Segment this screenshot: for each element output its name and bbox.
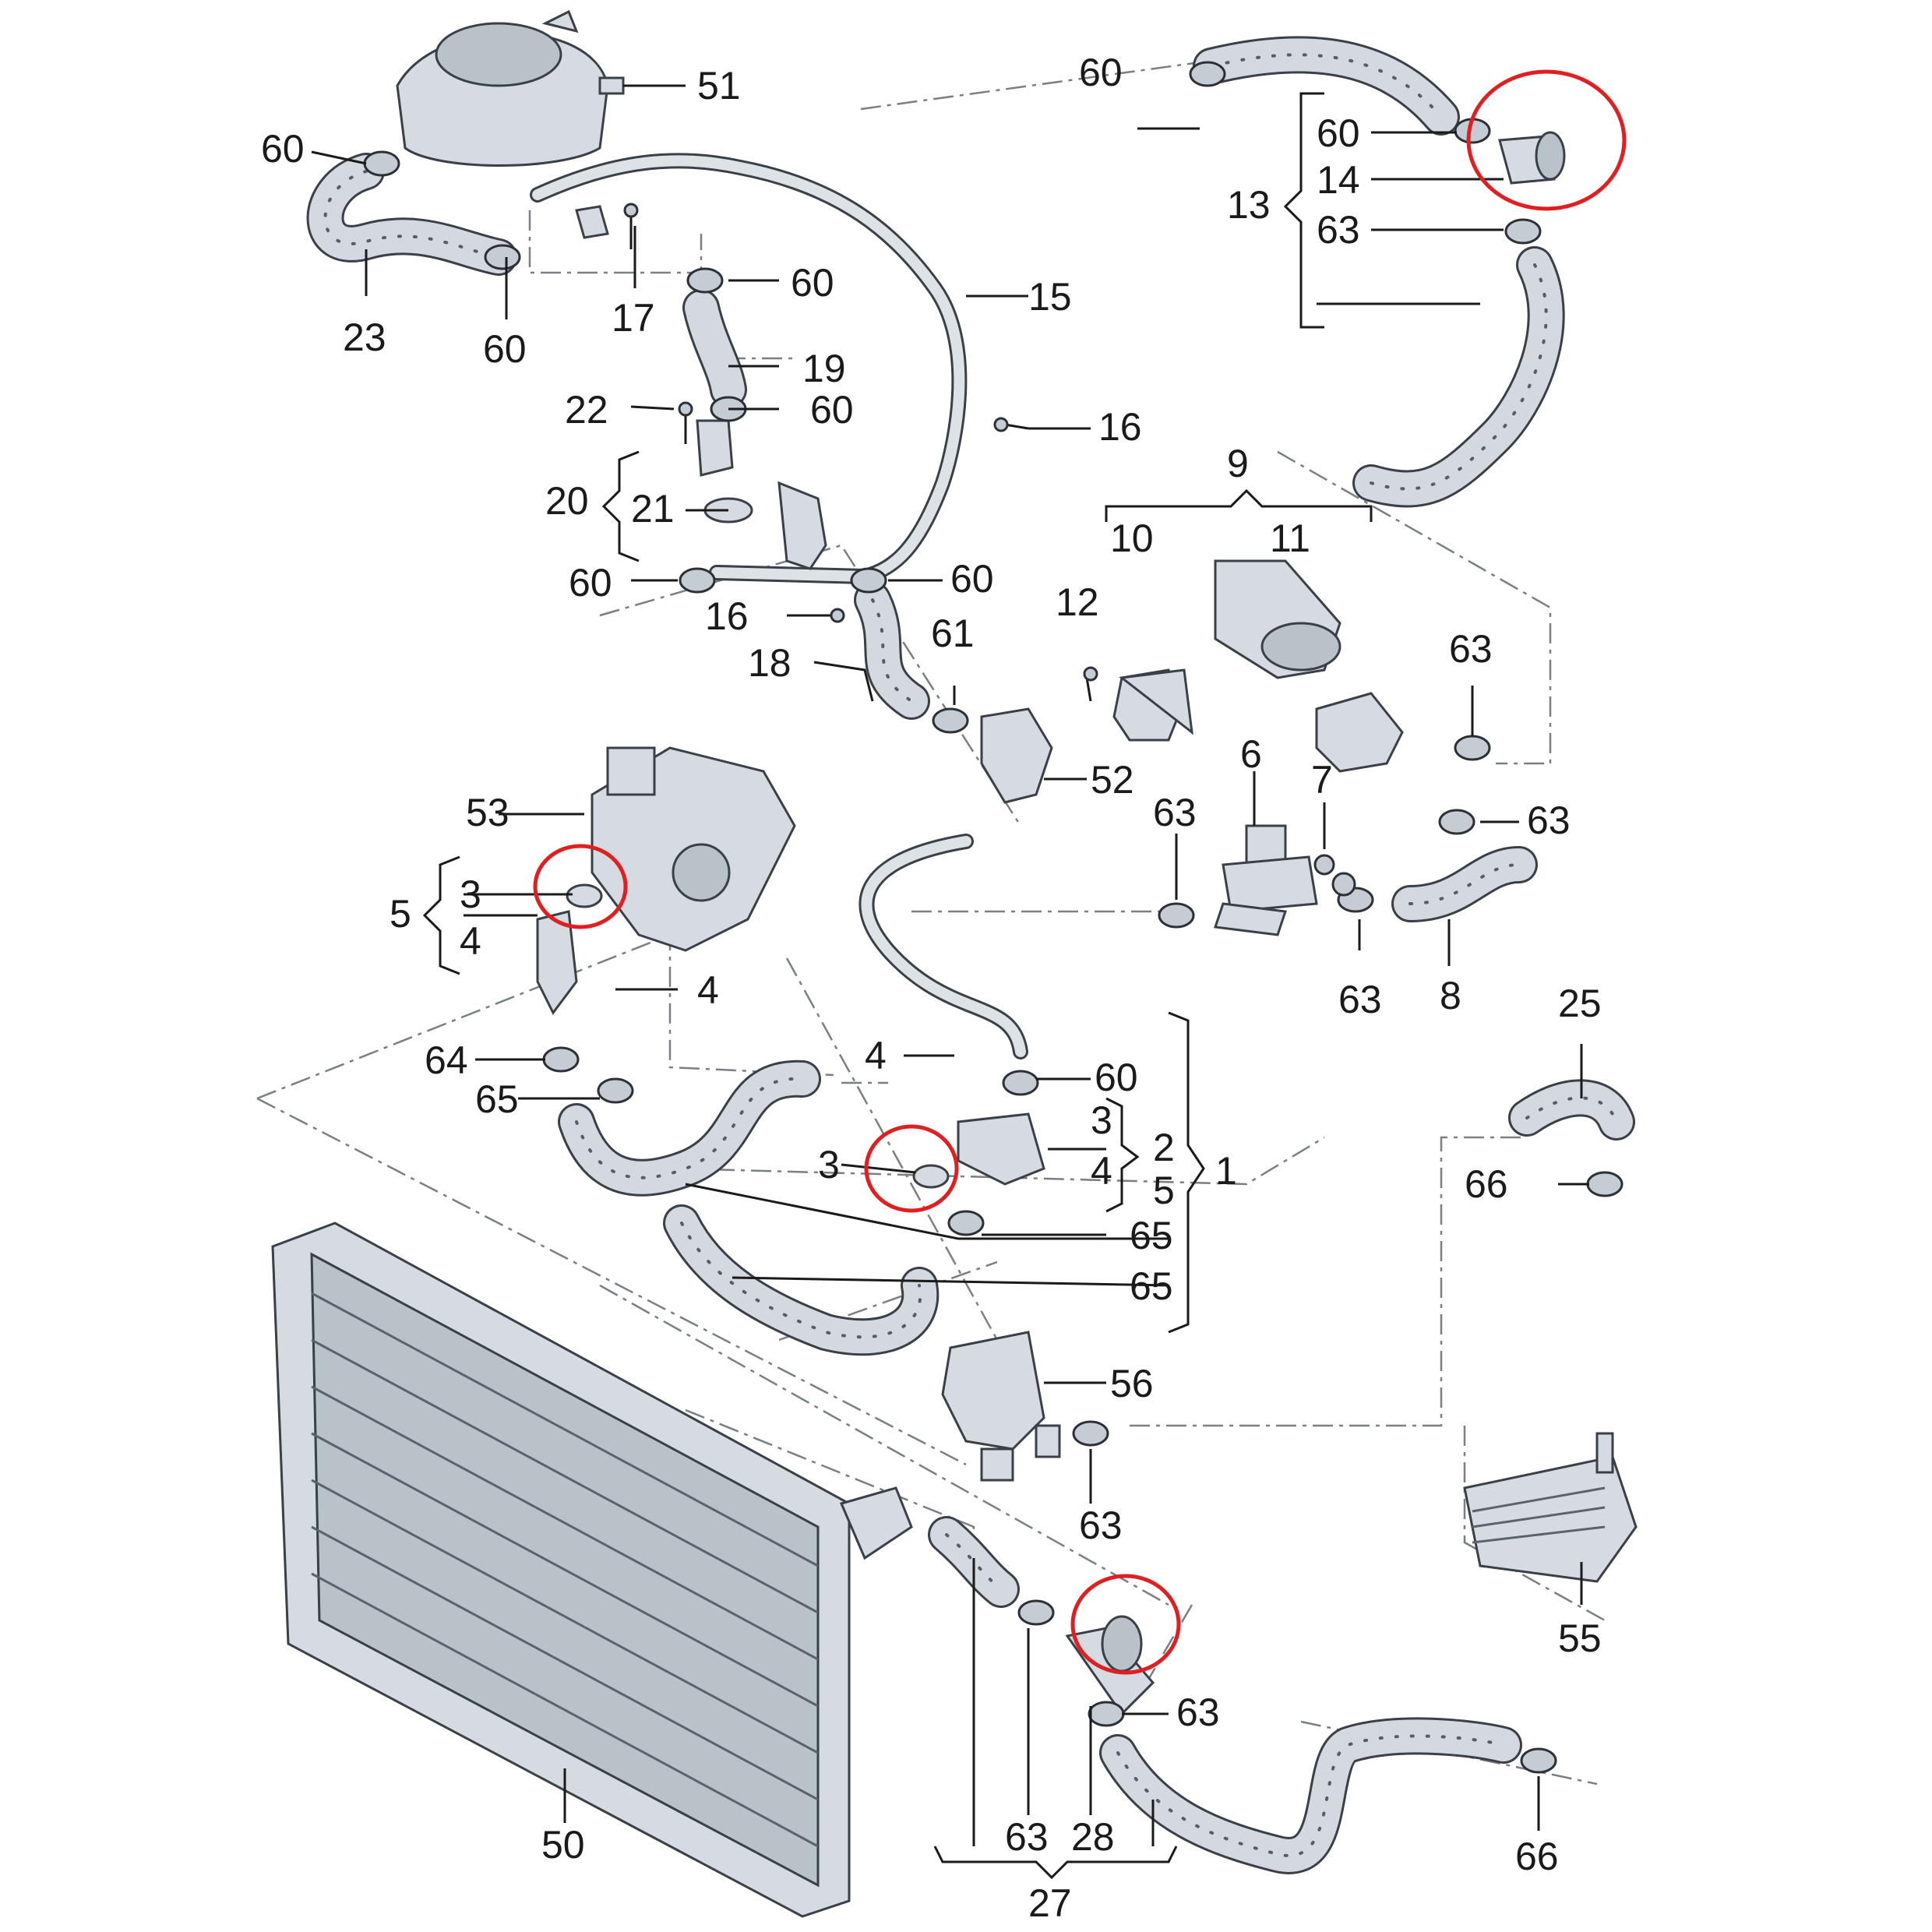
label-10: 10 bbox=[1110, 516, 1154, 560]
label-60: 60 bbox=[483, 327, 527, 371]
label-19: 19 bbox=[802, 347, 846, 390]
highlight-circle-o-ring-lower bbox=[864, 1124, 959, 1213]
label-63: 63 bbox=[1005, 1815, 1049, 1859]
label-4: 4 bbox=[460, 919, 481, 963]
label-65: 65 bbox=[475, 1077, 519, 1121]
label-51: 51 bbox=[697, 64, 741, 108]
pump-housing-2 bbox=[957, 1112, 1045, 1186]
brackets bbox=[575, 205, 1193, 735]
hoses bbox=[306, 36, 1635, 1874]
label-21: 21 bbox=[631, 487, 675, 531]
label-60: 60 bbox=[261, 127, 305, 171]
label-16: 16 bbox=[1098, 405, 1142, 449]
highlight-circle-part-14 bbox=[1466, 69, 1627, 211]
label-60: 60 bbox=[1317, 111, 1360, 155]
label-60: 60 bbox=[791, 261, 834, 305]
label-60: 60 bbox=[810, 388, 854, 432]
label-65: 65 bbox=[1130, 1214, 1173, 1257]
label-4: 4 bbox=[697, 968, 719, 1012]
y-connector-28 bbox=[1065, 1615, 1155, 1716]
label-63: 63 bbox=[1176, 1690, 1220, 1734]
label-60: 60 bbox=[950, 557, 994, 601]
expansion-tank bbox=[396, 9, 625, 167]
label-18: 18 bbox=[748, 641, 791, 685]
oil-cooler bbox=[1463, 1432, 1638, 1583]
label-66: 66 bbox=[1515, 1835, 1559, 1878]
label-63: 63 bbox=[1338, 978, 1382, 1021]
label-66: 66 bbox=[1465, 1162, 1508, 1206]
label-63: 63 bbox=[1449, 627, 1493, 671]
label-56: 56 bbox=[1110, 1362, 1154, 1405]
label-6: 6 bbox=[1240, 732, 1262, 776]
label-12: 12 bbox=[1056, 580, 1099, 624]
label-23: 23 bbox=[343, 316, 386, 359]
label-60: 60 bbox=[1095, 1056, 1138, 1099]
valve-56 bbox=[941, 1331, 1061, 1482]
label-3: 3 bbox=[460, 873, 481, 916]
highlight-circle-o-ring-upper bbox=[533, 844, 628, 929]
screws bbox=[623, 203, 1098, 702]
label-7: 7 bbox=[1311, 758, 1333, 802]
label-63: 63 bbox=[1153, 791, 1197, 834]
highlight-circles bbox=[533, 69, 1627, 1675]
label-16: 16 bbox=[705, 594, 749, 638]
label-60: 60 bbox=[1079, 51, 1123, 94]
sensor-52 bbox=[980, 707, 1053, 804]
highlight-circle-part-28 bbox=[1070, 1574, 1181, 1675]
label-60: 60 bbox=[569, 561, 612, 605]
pipe-15 bbox=[530, 153, 968, 584]
label-25: 25 bbox=[1558, 982, 1602, 1025]
group-brackets bbox=[422, 92, 1373, 1880]
callout-labels: 51 60 23 60 17 60 19 15 22 60 16 20 21 6… bbox=[261, 51, 1602, 1925]
label-3: 3 bbox=[1091, 1098, 1112, 1142]
label-5: 5 bbox=[390, 892, 411, 936]
label-9: 9 bbox=[1227, 442, 1249, 485]
o-rings bbox=[566, 497, 950, 1189]
elbow-part-14 bbox=[1498, 131, 1566, 185]
label-63: 63 bbox=[1317, 208, 1360, 252]
label-52: 52 bbox=[1091, 758, 1134, 802]
label-53: 53 bbox=[466, 791, 509, 834]
clamps bbox=[363, 61, 1624, 1774]
label-4: 4 bbox=[865, 1034, 887, 1077]
label-4: 4 bbox=[1091, 1149, 1112, 1193]
valve-6 bbox=[1213, 824, 1318, 936]
label-65: 65 bbox=[1130, 1264, 1173, 1308]
label-22: 22 bbox=[565, 388, 608, 432]
label-8: 8 bbox=[1440, 974, 1461, 1017]
thermostat-housing bbox=[536, 746, 796, 1015]
label-27: 27 bbox=[1028, 1881, 1072, 1925]
label-14: 14 bbox=[1317, 158, 1360, 202]
leader-lines bbox=[311, 84, 1589, 1846]
label-50: 50 bbox=[541, 1823, 585, 1867]
label-2: 2 bbox=[1153, 1126, 1175, 1169]
label-11: 11 bbox=[1270, 516, 1310, 560]
label-55: 55 bbox=[1558, 1616, 1602, 1660]
label-61: 61 bbox=[931, 612, 975, 655]
label-20: 20 bbox=[545, 479, 589, 523]
label-63: 63 bbox=[1527, 799, 1571, 842]
label-1: 1 bbox=[1215, 1149, 1237, 1193]
label-3: 3 bbox=[818, 1143, 840, 1186]
label-17: 17 bbox=[612, 296, 655, 340]
label-64: 64 bbox=[425, 1038, 468, 1082]
label-5: 5 bbox=[1153, 1169, 1175, 1212]
label-15: 15 bbox=[1028, 275, 1072, 319]
label-63: 63 bbox=[1079, 1504, 1123, 1547]
label-13: 13 bbox=[1227, 183, 1271, 227]
label-28: 28 bbox=[1071, 1815, 1115, 1859]
radiator bbox=[271, 1222, 913, 1918]
